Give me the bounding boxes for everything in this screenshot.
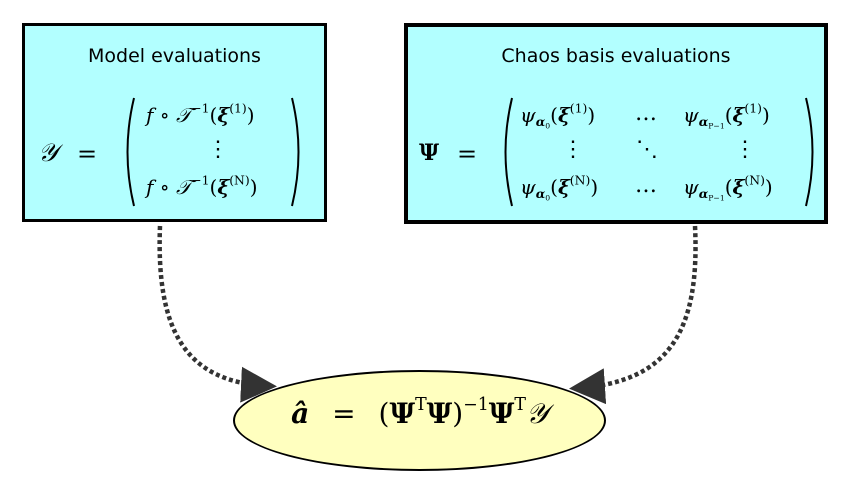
chaos-left-paren	[504, 97, 513, 207]
model-left-paren	[126, 97, 135, 207]
chaos-basis-evaluations-box: Chaos basis evaluations Ψ = ψα0(ξ(1)) … …	[404, 23, 828, 224]
model-equals-sign: =	[77, 140, 98, 168]
psi-column-last-vdots: ⋮	[734, 137, 756, 162]
arrow-chaos-to-result	[569, 225, 698, 405]
model-row-first: f ∘ 𝒯−1(ξ(1))	[146, 100, 255, 127]
model-vertical-dots: ⋮	[207, 137, 229, 162]
psi-matrix-symbol: Ψ	[419, 140, 440, 166]
psi-row-last-hdots: …	[635, 173, 657, 198]
a-hat-symbol: â	[291, 397, 310, 430]
chaos-basis-evaluations-title: Chaos basis evaluations	[501, 45, 731, 67]
model-evaluations-title: Model evaluations	[88, 45, 261, 67]
psi-cell-first-first: ψα0(ξ(1))	[520, 100, 596, 132]
model-output-vector-symbol: 𝒴	[38, 138, 58, 167]
chaos-right-paren	[805, 97, 814, 207]
psi-row-first-hdots: …	[635, 101, 657, 126]
least-squares-result-ellipse	[233, 370, 606, 471]
psi-cell-last-first: ψα0(ξ(N))	[520, 172, 599, 204]
result-equals-sign: =	[332, 397, 356, 430]
psi-cell-first-last: ψαP−1(ξ(1))	[683, 100, 770, 132]
arrow-model-to-result	[157, 225, 277, 403]
psi-diagonal-dots: ⋱	[636, 137, 658, 162]
least-squares-formula: â = (ΨTΨ)−1ΨT𝒴	[291, 394, 548, 430]
chaos-equals-sign: =	[457, 140, 478, 168]
model-evaluations-box: Model evaluations 𝒴 = f ∘ 𝒯−1(ξ(1)) ⋮ f …	[22, 23, 327, 222]
model-right-paren	[291, 97, 300, 207]
model-row-last: f ∘ 𝒯−1(ξ(N))	[146, 172, 258, 199]
psi-column-first-vdots: ⋮	[562, 137, 584, 162]
psi-cell-last-last: ψαP−1(ξ(N))	[683, 172, 773, 204]
